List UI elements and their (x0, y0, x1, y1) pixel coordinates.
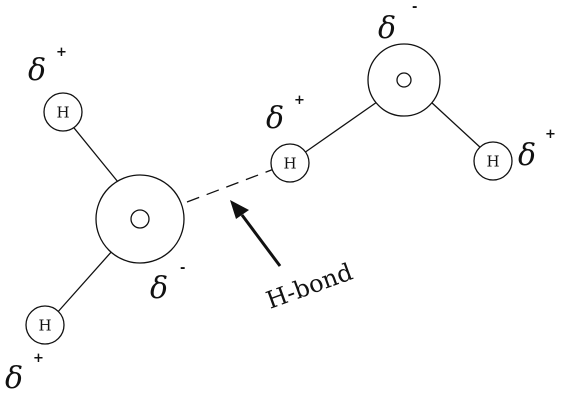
bond-left-upper (69, 122, 119, 183)
hydrogen-atom-left-bottom: H (25, 305, 65, 345)
oxygen-atom-right (367, 43, 441, 117)
delta-symbol: δ (5, 361, 23, 396)
delta-symbol: δ (266, 101, 284, 136)
hydrogen-label: H (486, 153, 499, 171)
hydrogen-atom-bonding: H (270, 143, 310, 183)
hbond-arrow-shaft (240, 214, 282, 267)
bond-right-right (430, 101, 483, 150)
delta-symbol: δ (28, 53, 46, 88)
partial-charge-bonding-hydrogen: δ + (266, 93, 305, 136)
hydrogen-label: H (38, 317, 51, 335)
hydrogen-label: H (56, 104, 69, 122)
positive-sign: + (545, 127, 556, 142)
negative-sign: - (412, 0, 417, 15)
bond-right-left (303, 101, 378, 154)
negative-sign: - (180, 261, 185, 276)
hydrogen-label: H (283, 155, 296, 173)
delta-symbol: δ (378, 11, 396, 46)
partial-charge-left-top: δ + (28, 45, 67, 88)
oxygen-atom-left (95, 174, 185, 264)
hbond-arrow-head (230, 200, 249, 219)
delta-symbol: δ (518, 138, 536, 173)
positive-sign: + (294, 93, 305, 108)
hydrogen-atom-left-top: H (43, 92, 83, 132)
partial-charge-right-oxygen: δ - (378, 0, 417, 46)
positive-sign: + (56, 45, 67, 60)
hydrogen-atom-right: H (473, 141, 513, 181)
partial-charge-left-oxygen: δ - (150, 261, 185, 306)
partial-charge-right-hydrogen: δ + (518, 127, 556, 173)
bond-left-lower (55, 249, 114, 315)
delta-symbol: δ (150, 271, 168, 306)
positive-sign: + (33, 351, 44, 366)
partial-charge-left-bottom: δ + (5, 351, 44, 396)
hydrogen-bond-dashed-line (186, 168, 275, 203)
hbond-label: H-bond (262, 258, 356, 315)
